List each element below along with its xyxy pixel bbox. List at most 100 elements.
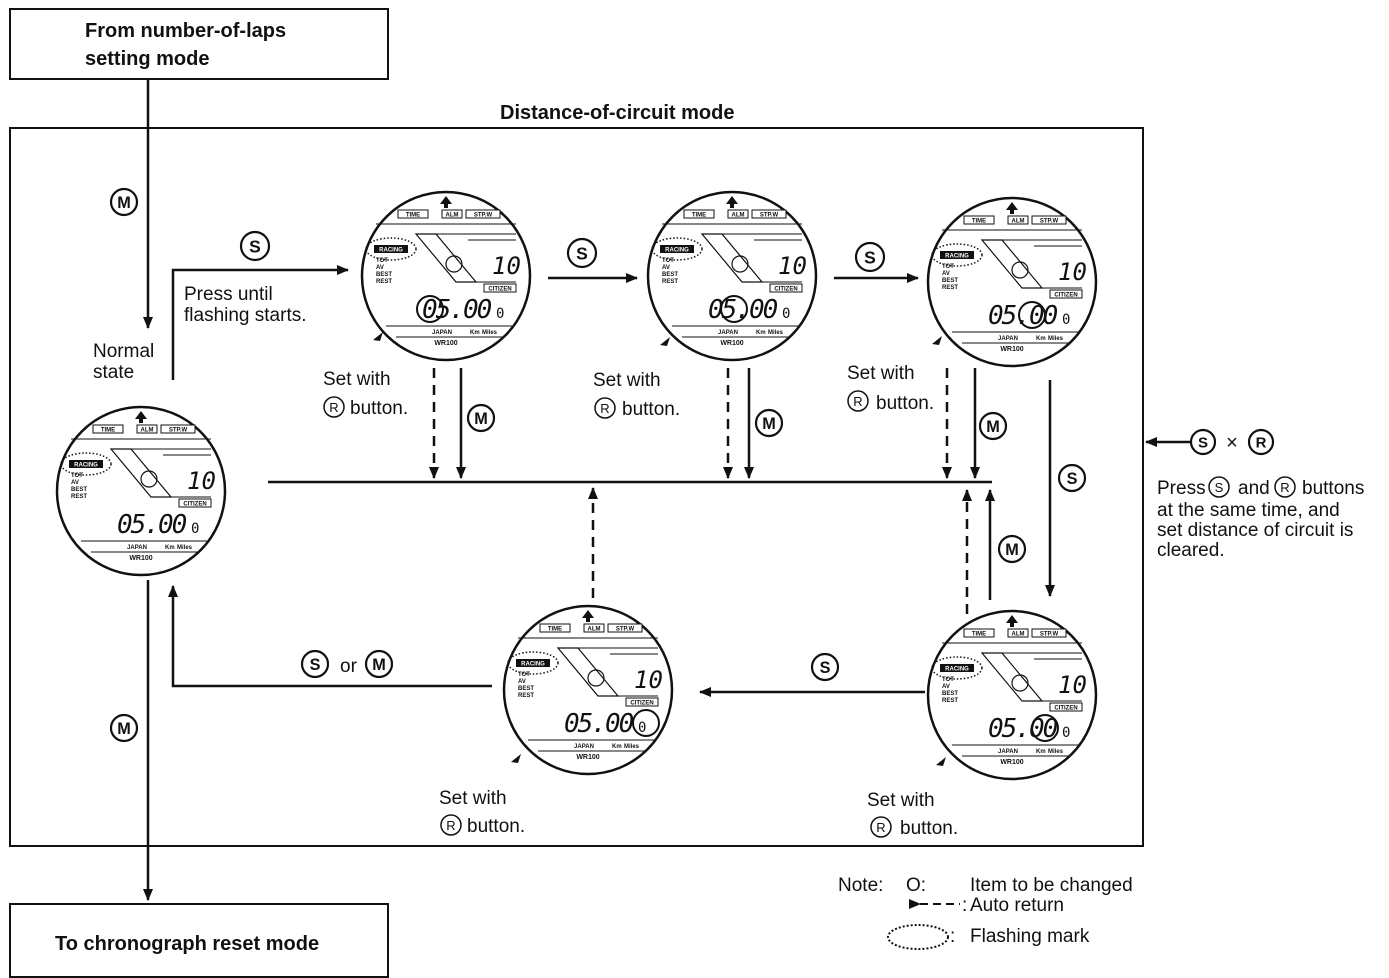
pointer-icon xyxy=(511,754,521,763)
side-label: TOT xyxy=(518,672,530,678)
distance-digits: 05.00 xyxy=(564,709,634,739)
tab-label: STP.W xyxy=(1040,219,1059,225)
footer-km: Km xyxy=(1036,749,1046,755)
model-label: WR100 xyxy=(129,555,152,562)
change-marker xyxy=(1018,301,1046,329)
tab-0 xyxy=(539,623,571,633)
side-label: AV xyxy=(71,480,79,486)
side-label: AV xyxy=(942,271,950,277)
legend-circle: O: xyxy=(906,875,927,896)
side-label: BEST xyxy=(662,272,678,278)
tab-0 xyxy=(963,215,995,225)
legend-item-changed: Item to be changed xyxy=(970,875,1133,896)
m-button-icon: M xyxy=(978,411,1008,441)
pointer-icon xyxy=(932,336,942,345)
svg-text:M: M xyxy=(117,194,131,212)
from-mode-line1: From number-of-laps xyxy=(85,20,287,42)
racing-text: RACING xyxy=(521,662,545,668)
distance-unit: 0 xyxy=(496,306,504,322)
side-label: BEST xyxy=(376,272,392,278)
press-until-2: flashing starts. xyxy=(184,305,307,326)
racing-text: RACING xyxy=(945,667,969,673)
r-button-w2: button. xyxy=(622,399,681,420)
svg-text:S: S xyxy=(864,247,876,267)
tab-label: TIME xyxy=(548,627,562,633)
tab-label: ALM xyxy=(141,428,154,434)
tab-0 xyxy=(963,628,995,638)
tab-2 xyxy=(465,209,501,219)
svg-text:S: S xyxy=(1198,434,1208,451)
side-label: AV xyxy=(518,679,526,685)
footer-miles: Miles xyxy=(482,330,498,336)
side-label: TOT xyxy=(662,258,674,264)
mode-frame xyxy=(9,127,1144,847)
clear-note-line4: cleared. xyxy=(1157,540,1225,561)
footer-km: Km xyxy=(1036,336,1046,342)
to-mode-label: To chronograph reset mode xyxy=(55,933,320,955)
distance-digits: 05.00 xyxy=(422,295,492,325)
normal-state-label-1: Normal xyxy=(93,341,155,362)
change-marker xyxy=(720,295,748,323)
tab-label: STP.W xyxy=(474,213,493,219)
press-until-1: Press until xyxy=(184,284,273,305)
tab-1 xyxy=(136,424,158,434)
tab-label: TIME xyxy=(972,632,986,638)
brand-label: CITIZEN xyxy=(488,287,511,293)
distance-unit: 0 xyxy=(638,720,646,736)
clear-note-line3: set distance of circuit is xyxy=(1157,520,1354,541)
svg-text:S: S xyxy=(249,236,261,256)
change-marker xyxy=(1031,714,1059,742)
center-circle xyxy=(587,669,605,687)
distance-unit: 0 xyxy=(191,521,199,537)
side-label: AV xyxy=(662,265,670,271)
svg-text:R: R xyxy=(876,820,885,835)
footer-km: Km xyxy=(470,330,480,336)
tab-0 xyxy=(92,424,124,434)
s-or-m-or: or xyxy=(340,656,357,677)
model-label: WR100 xyxy=(720,340,743,347)
tab-2 xyxy=(607,623,643,633)
side-label: AV xyxy=(942,684,950,690)
side-label: BEST xyxy=(942,278,958,284)
side-label: TOT xyxy=(71,473,83,479)
racing-label xyxy=(516,659,550,667)
svg-text:M: M xyxy=(986,418,1000,436)
r-button-w3: button. xyxy=(876,393,935,414)
tab-label: TIME xyxy=(972,219,986,225)
r-button-icon: R xyxy=(870,816,892,838)
racing-label xyxy=(940,251,974,259)
svg-text:S: S xyxy=(310,656,321,674)
side-label: AV xyxy=(376,265,384,271)
side-label: TOT xyxy=(376,258,388,264)
tab-0 xyxy=(683,209,715,219)
brand-label: CITIZEN xyxy=(774,287,797,293)
tab-label: ALM xyxy=(1012,632,1025,638)
distance-digits: 05.00 xyxy=(988,714,1058,744)
side-label: REST xyxy=(376,279,392,285)
s-button-icon: S xyxy=(1208,476,1230,498)
set-with-w1: Set with xyxy=(323,369,391,390)
to-mode-box: To chronograph reset mode xyxy=(9,903,389,978)
model-label: WR100 xyxy=(434,340,457,347)
svg-text:M: M xyxy=(117,720,131,738)
frame-title: Distance-of-circuit mode xyxy=(500,102,735,124)
from-mode-line2: setting mode xyxy=(85,48,210,70)
r-button-w5: button. xyxy=(467,816,526,837)
svg-text:S: S xyxy=(576,243,588,263)
flashing-mark xyxy=(931,656,983,680)
side-label: REST xyxy=(518,693,534,699)
tab-label: ALM xyxy=(446,213,459,219)
side-label: REST xyxy=(942,698,958,704)
footer-japan: JAPAN xyxy=(998,336,1018,342)
tab-2 xyxy=(160,424,196,434)
legend-auto-return: Auto return xyxy=(970,895,1064,916)
tab-2 xyxy=(751,209,787,219)
distance-unit: 0 xyxy=(1062,312,1070,328)
normal-state-label-2: state xyxy=(93,362,135,383)
racing-label xyxy=(69,460,103,468)
pointer-icon xyxy=(936,757,946,766)
